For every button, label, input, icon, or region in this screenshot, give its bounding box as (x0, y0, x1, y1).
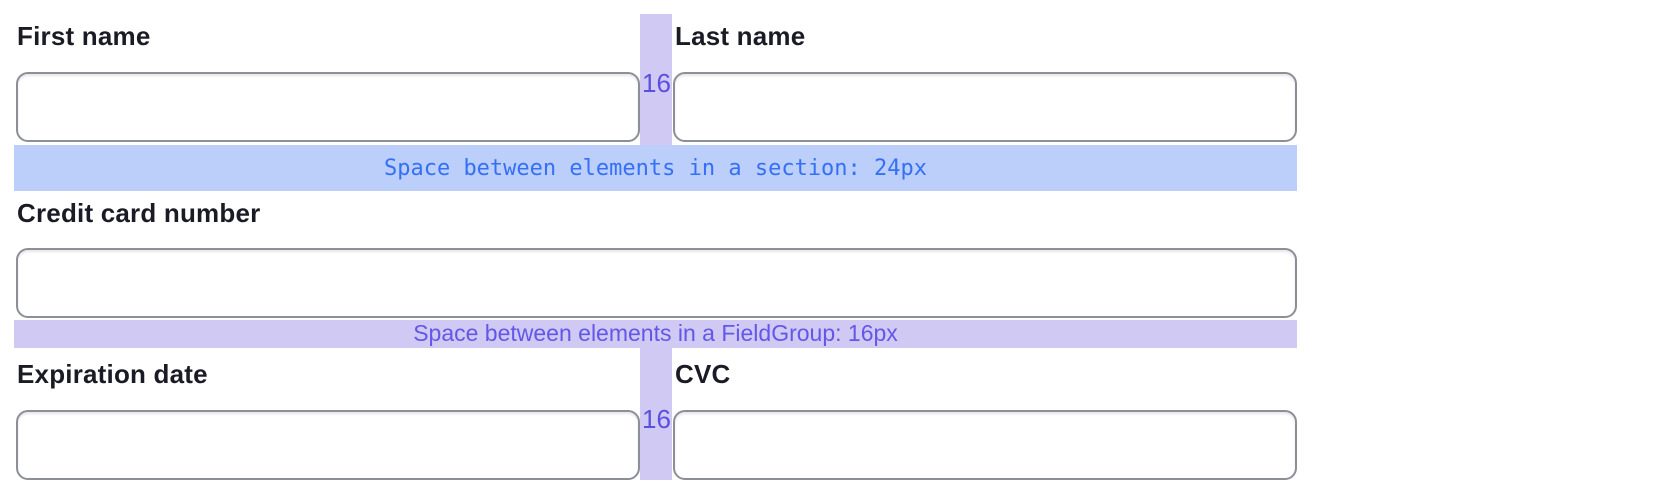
fieldgroup-spacing-label: Space between elements in a FieldGroup: … (413, 320, 898, 346)
fieldgroup-spacing-bar: Space between elements in a FieldGroup: … (14, 320, 1297, 348)
last-name-label: Last name (675, 21, 806, 51)
section-spacing-bar: Space between elements in a section: 24p… (14, 145, 1297, 191)
column-gap-value-top: 16 (642, 68, 671, 98)
column-gap-value-bottom: 16 (642, 404, 671, 434)
expiration-date-label: Expiration date (17, 359, 208, 389)
section-spacing-label: Space between elements in a section: 24p… (383, 155, 928, 181)
last-name-input[interactable] (673, 72, 1297, 142)
card-number-input[interactable] (16, 248, 1297, 318)
card-number-label: Credit card number (17, 198, 261, 228)
cvc-label: CVC (675, 359, 731, 389)
column-gap-bar-bottom (640, 348, 672, 480)
first-name-label: First name (17, 21, 151, 51)
first-name-input[interactable] (16, 72, 640, 142)
cvc-input[interactable] (673, 410, 1297, 480)
expiration-date-input[interactable] (16, 410, 640, 480)
column-gap-bar-top (640, 14, 672, 145)
